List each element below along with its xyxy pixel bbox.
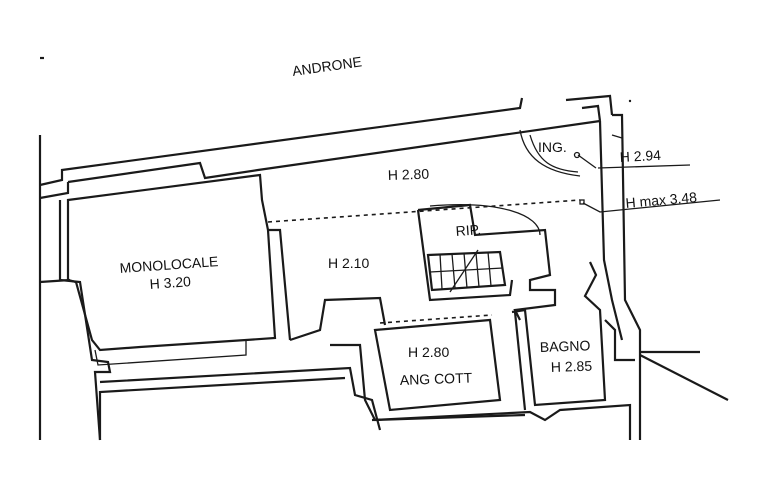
bottom-walls xyxy=(98,366,632,440)
kitchen-height-label: H 2.80 xyxy=(408,344,449,360)
bathroom-name-label: BAGNO xyxy=(540,337,591,355)
central-height-label: H 2.10 xyxy=(328,255,369,271)
kitchen-name-label: ANG COTT xyxy=(400,369,473,388)
bathroom-height-label: H 2.85 xyxy=(551,358,593,375)
right-height-max-label: H max 3.48 xyxy=(625,189,698,211)
kitchen-walls xyxy=(373,314,502,412)
monolocale-walls xyxy=(58,173,292,441)
hall-height-label: H 2.80 xyxy=(388,166,430,183)
monolocale-height-label: H 3.20 xyxy=(149,273,191,292)
outer-walls xyxy=(38,56,729,440)
ingresso-label: ING. xyxy=(538,139,567,155)
monolocale-name-label: MONOLOCALE xyxy=(119,253,219,276)
ripostiglio-label: RIP. xyxy=(455,221,481,239)
stairs xyxy=(426,249,507,293)
corridor-label: ANDRONE xyxy=(291,53,363,79)
right-height-top-label: H 2.94 xyxy=(619,147,661,165)
bathroom-walls xyxy=(511,261,635,411)
entrance-details xyxy=(519,99,721,213)
